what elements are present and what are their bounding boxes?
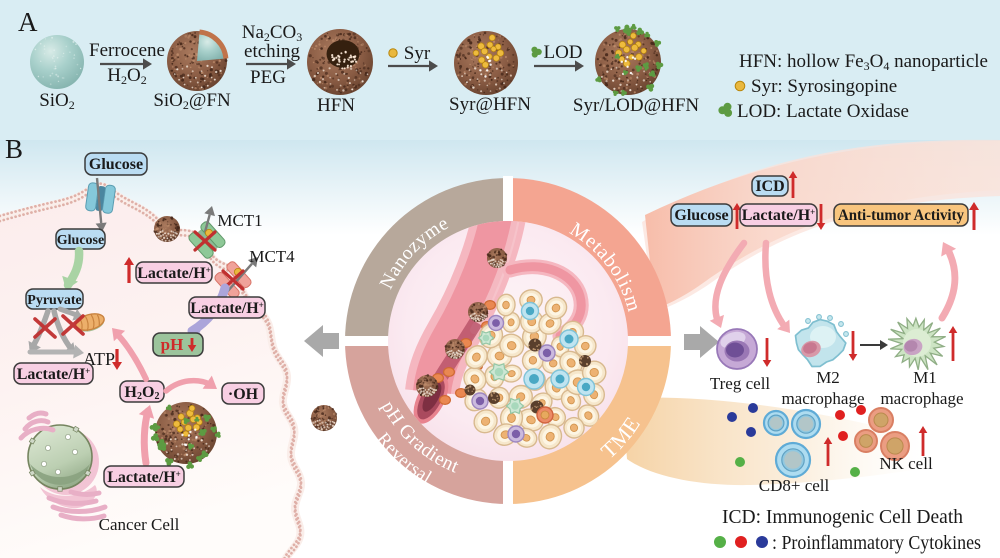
svg-text:HFN: hollow Fe3​O4​ nanopartic: HFN: hollow Fe3​O4​ nanoparticle: [739, 51, 988, 73]
svg-text:Syr/LOD@HFN: Syr/LOD@HFN: [573, 95, 700, 116]
svg-text:Syr: Syrosingopine: Syr: Syrosingopine: [751, 76, 897, 97]
svg-text:LOD: LOD: [543, 42, 582, 63]
svg-text:Cancer Cell: Cancer Cell: [99, 515, 180, 534]
svg-text:·OH: ·OH: [228, 386, 259, 403]
svg-text:Anti-tumor Activity: Anti-tumor Activity: [838, 207, 964, 224]
svg-text:Treg cell: Treg cell: [710, 374, 771, 393]
svg-text:Na2​CO3​: Na2​CO3​: [242, 22, 303, 44]
svg-text:SiO2​: SiO2​: [39, 90, 75, 112]
svg-text:CD8+ cell: CD8+ cell: [759, 476, 830, 495]
svg-text:Ferrocene: Ferrocene: [89, 40, 165, 61]
svg-text:MCT4: MCT4: [249, 247, 295, 266]
svg-text:Glucose: Glucose: [674, 207, 728, 224]
svg-text:LOD: Lactate Oxidase: LOD: Lactate Oxidase: [737, 101, 909, 122]
svg-text:M1: M1: [913, 368, 937, 387]
svg-text:Glucose: Glucose: [57, 233, 104, 248]
svg-text:macrophage: macrophage: [880, 389, 963, 408]
svg-text:HFN: HFN: [317, 95, 355, 116]
svg-text:H2​O2​: H2​O2​: [125, 384, 160, 402]
svg-text:MCT1: MCT1: [217, 211, 262, 230]
svg-text:Glucose: Glucose: [89, 156, 143, 173]
svg-text:NK cell: NK cell: [879, 454, 933, 473]
svg-text:pH: pH: [161, 335, 184, 354]
svg-text:Syr: Syr: [404, 43, 431, 64]
svg-text:Lactate/H+​: Lactate/H+​: [742, 207, 816, 224]
svg-text:ICD: ICD: [755, 178, 784, 195]
svg-text:Pyruvate: Pyruvate: [27, 293, 81, 308]
svg-text:Lactate/H+​: Lactate/H+​: [190, 300, 264, 317]
svg-text:A: A: [18, 7, 38, 37]
svg-text:ICD: Immunogenic Cell Death: ICD: Immunogenic Cell Death: [722, 506, 963, 528]
svg-text:ATP: ATP: [83, 349, 115, 369]
svg-text:SiO2​@FN: SiO2​@FN: [153, 90, 231, 112]
svg-text:B: B: [5, 134, 23, 164]
svg-text:etching: etching: [244, 41, 300, 62]
svg-text:Lactate/H+​: Lactate/H+​: [17, 366, 91, 383]
svg-text:: Proinflammatory Cytokines: : Proinflammatory Cytokines: [772, 532, 981, 554]
svg-text:macrophage: macrophage: [781, 389, 864, 408]
svg-text:Lactate/H+​: Lactate/H+​: [107, 469, 181, 486]
svg-text:M2: M2: [816, 368, 840, 387]
svg-text:Lactate/H+​: Lactate/H+​: [137, 265, 211, 282]
svg-text:H2​O2​: H2​O2​: [107, 65, 146, 87]
svg-text:Syr@HFN: Syr@HFN: [449, 94, 531, 115]
svg-text:PEG: PEG: [250, 67, 286, 88]
